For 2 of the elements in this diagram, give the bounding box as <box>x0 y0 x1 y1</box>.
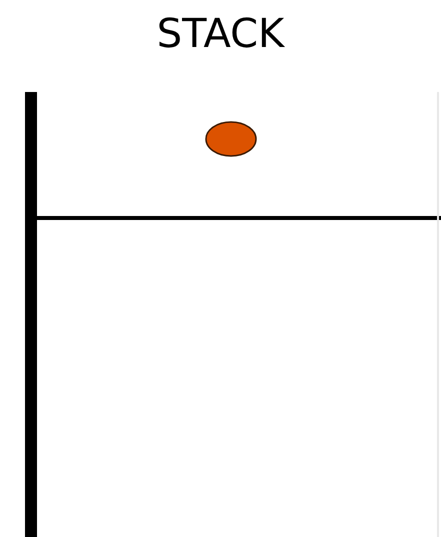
item-ellipse <box>205 121 257 157</box>
title: STACK <box>156 10 284 58</box>
